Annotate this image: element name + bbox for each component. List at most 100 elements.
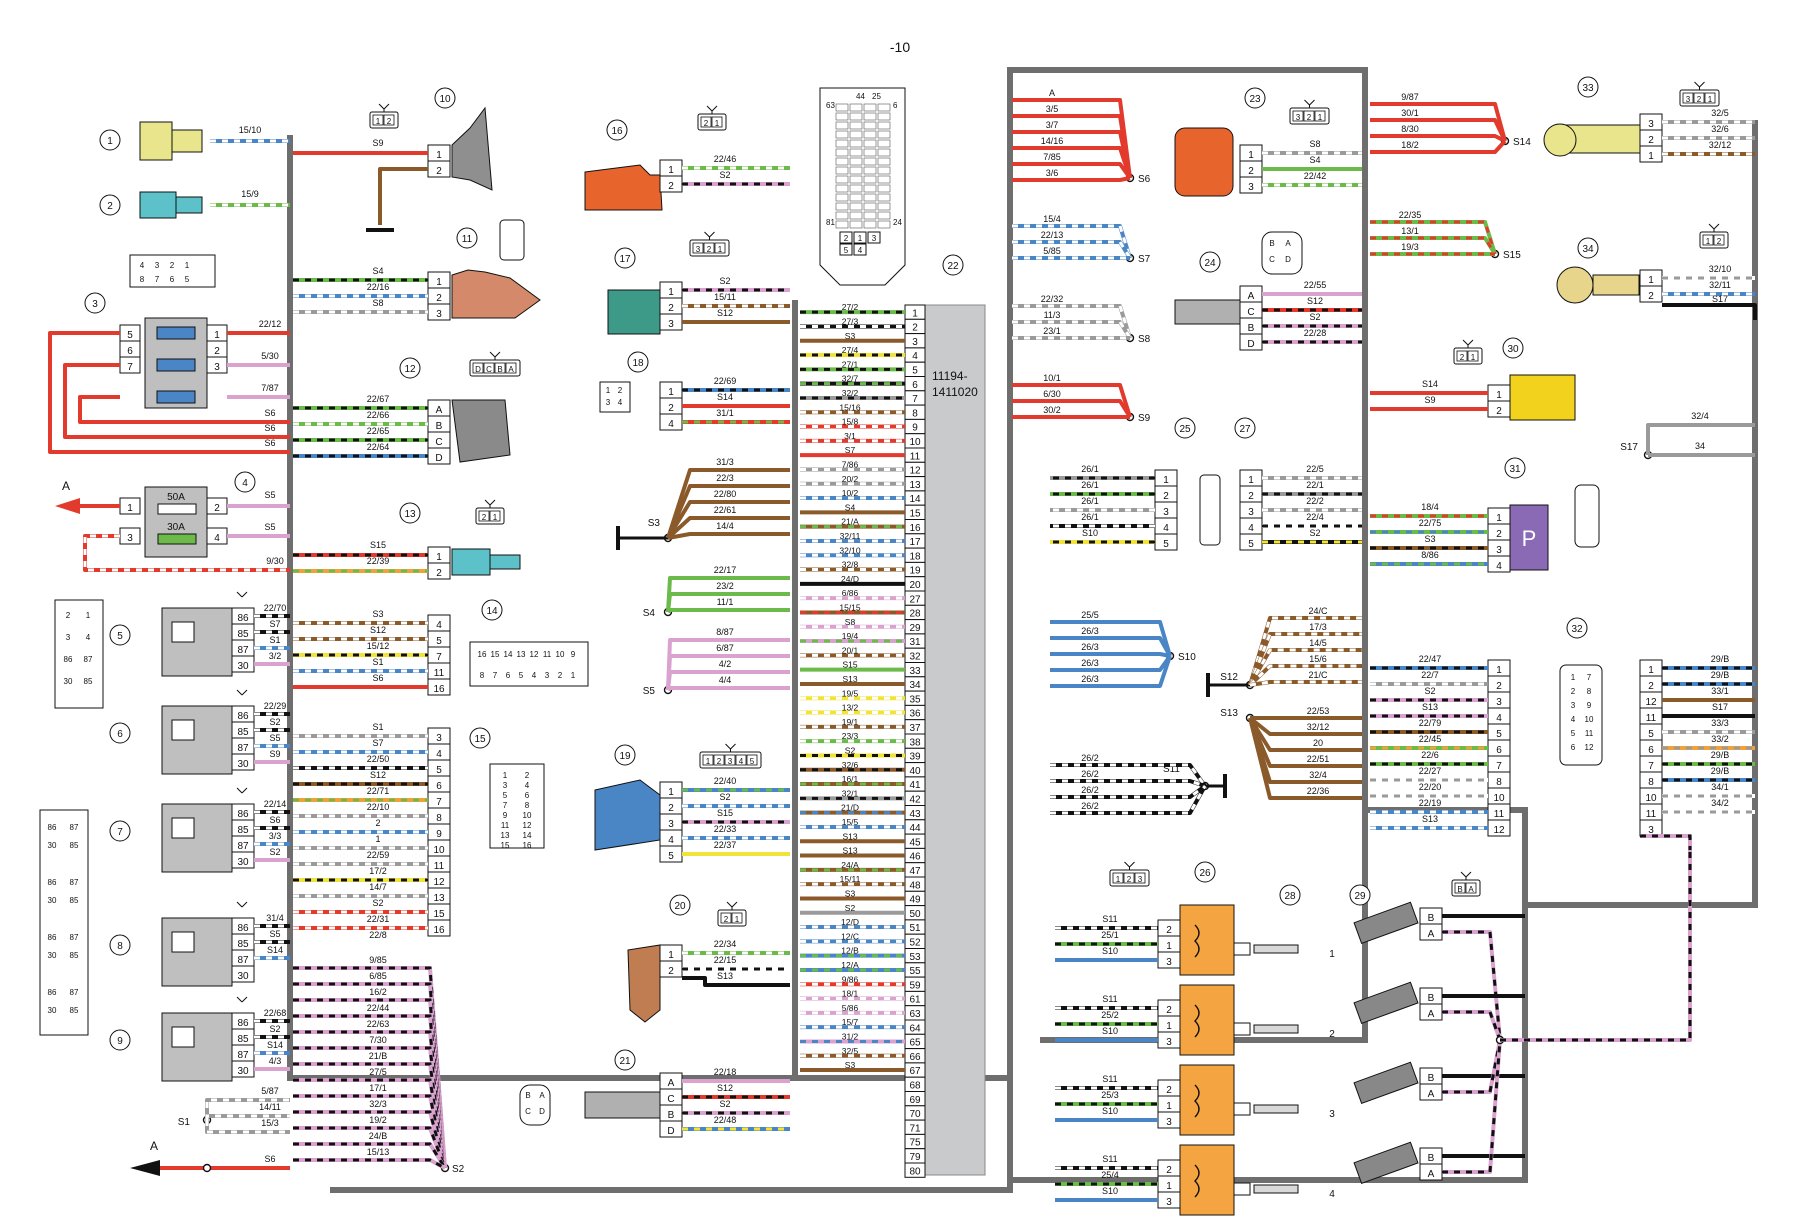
pin-label: 85 (237, 825, 249, 836)
callout-number: 4 (242, 478, 248, 489)
wire (667, 532, 790, 540)
ecu-wire-label: S3 (845, 1060, 856, 1070)
plug-cell (702, 754, 714, 766)
plug-symbol (704, 231, 715, 240)
pin-label: 13 (517, 650, 526, 659)
socket-pin: 87 (70, 823, 79, 832)
coil-winding (1194, 924, 1200, 958)
fuse (157, 503, 197, 515)
pin-label: B (668, 1110, 675, 1121)
ecu-cell (849, 103, 863, 112)
wire-label: 22/61 (714, 505, 737, 515)
pin-label: 4 (668, 835, 674, 846)
wire-label: 22/12 (259, 319, 282, 329)
ignition-coil (1179, 984, 1235, 1056)
pin-label: 12 (1645, 697, 1657, 708)
ecu-wire-label: 19/1 (842, 717, 859, 727)
callout-circle (1349, 884, 1371, 906)
fuse (157, 533, 197, 545)
pin-label: 16 (478, 650, 487, 659)
pin-label: 9 (503, 811, 508, 820)
plug-cell (700, 116, 712, 128)
socket-pin: 86 (48, 823, 57, 832)
splice-label: S10 (1178, 652, 1196, 663)
callout-number: 27 (1239, 424, 1251, 435)
wire-label: 22/69 (714, 376, 737, 386)
plug-pin-label: B (1457, 885, 1462, 894)
fuse-rating: 50A (167, 492, 185, 503)
pin-label: 7 (155, 275, 160, 284)
ecu-wire-label: 32/2 (842, 388, 859, 398)
pin-label: 3 (912, 337, 918, 348)
ecu-wire-label: 32/6 (842, 760, 859, 770)
plug-symbol (726, 901, 738, 910)
pin-label: B (436, 421, 443, 432)
ecu-cell (863, 211, 877, 220)
callout-circle (109, 820, 131, 842)
wire (1050, 636, 1172, 657)
pin-label: 5 (436, 765, 442, 776)
wire-label: 26/2 (1081, 801, 1099, 811)
pin-label: 4 (618, 398, 623, 407)
plug-pin-label: 1 (718, 245, 723, 254)
ecu-wire-label: 12/B (841, 946, 859, 956)
pin-label: 19 (909, 566, 921, 577)
wire-label: 22/28 (1304, 328, 1327, 338)
relay-coil (171, 817, 195, 839)
sensor-1-neck (171, 129, 203, 153)
plug-cell (1456, 350, 1468, 362)
socket-pin: 87 (70, 878, 79, 887)
pin-label: 1 (1496, 513, 1502, 524)
connector-11-icon (499, 219, 525, 261)
pin-label: 14 (909, 494, 921, 505)
pin-label: 10 (433, 845, 445, 856)
plug-pin-label: 2 (717, 757, 722, 766)
relay-block-socket (39, 809, 89, 1036)
fuse (156, 358, 196, 372)
pin-label: 2 (1648, 291, 1654, 302)
plug-symbol (1708, 223, 1720, 232)
pin-label: 5 (1248, 539, 1254, 550)
page-number: -10 (890, 39, 910, 55)
wire-label: S11 (1102, 994, 1117, 1004)
wire-label: 17/3 (1309, 622, 1327, 632)
pin-label: 3 (1166, 957, 1172, 968)
pin-label: 2 (170, 261, 175, 270)
pin-label: 2 (214, 346, 220, 357)
wire-label: 22/63 (367, 1019, 390, 1029)
wire-label: 26/1 (1081, 496, 1099, 506)
pin-label: 8 (1648, 777, 1654, 788)
wire-label: S14 (267, 1040, 283, 1050)
ecu-wire-label: 19/4 (842, 631, 859, 641)
callout-circle (1199, 251, 1221, 273)
pin-label: 1 (1166, 1021, 1172, 1032)
sensor-17-body (607, 289, 661, 335)
pin-label: 12 (530, 650, 539, 659)
pin-label: 46 (909, 852, 921, 863)
wire-stripe (1442, 930, 1502, 1041)
pin-label: 10 (556, 650, 565, 659)
ecu-wire-label: 6/86 (842, 588, 859, 598)
socket-pin: 86 (48, 878, 57, 887)
wire-stripe (1442, 1039, 1502, 1174)
wire-label: S5 (269, 929, 280, 939)
coil-winding (1194, 1164, 1200, 1198)
splice-label: S11 (1163, 764, 1180, 775)
pin-label: 6 (912, 380, 918, 391)
callout-number: 5 (117, 631, 123, 642)
pin-label: 1 (185, 261, 190, 270)
wire-label: 32/4 (1309, 770, 1327, 780)
plug-cell (724, 754, 736, 766)
spark-plug (1253, 1024, 1299, 1034)
pin-label: 48 (909, 880, 921, 891)
wire-label: 22/53 (1307, 706, 1330, 716)
callout-number: 29 (1354, 891, 1366, 902)
pin-label: 80 (909, 1166, 921, 1177)
wire-label: 25/3 (1101, 1090, 1119, 1100)
pin-label: 3 (606, 398, 611, 407)
callout-number: 25 (1179, 424, 1191, 435)
plug-pin-label: C (486, 365, 492, 374)
splice-label: S3 (648, 518, 661, 529)
pin-label: 7 (127, 362, 133, 373)
